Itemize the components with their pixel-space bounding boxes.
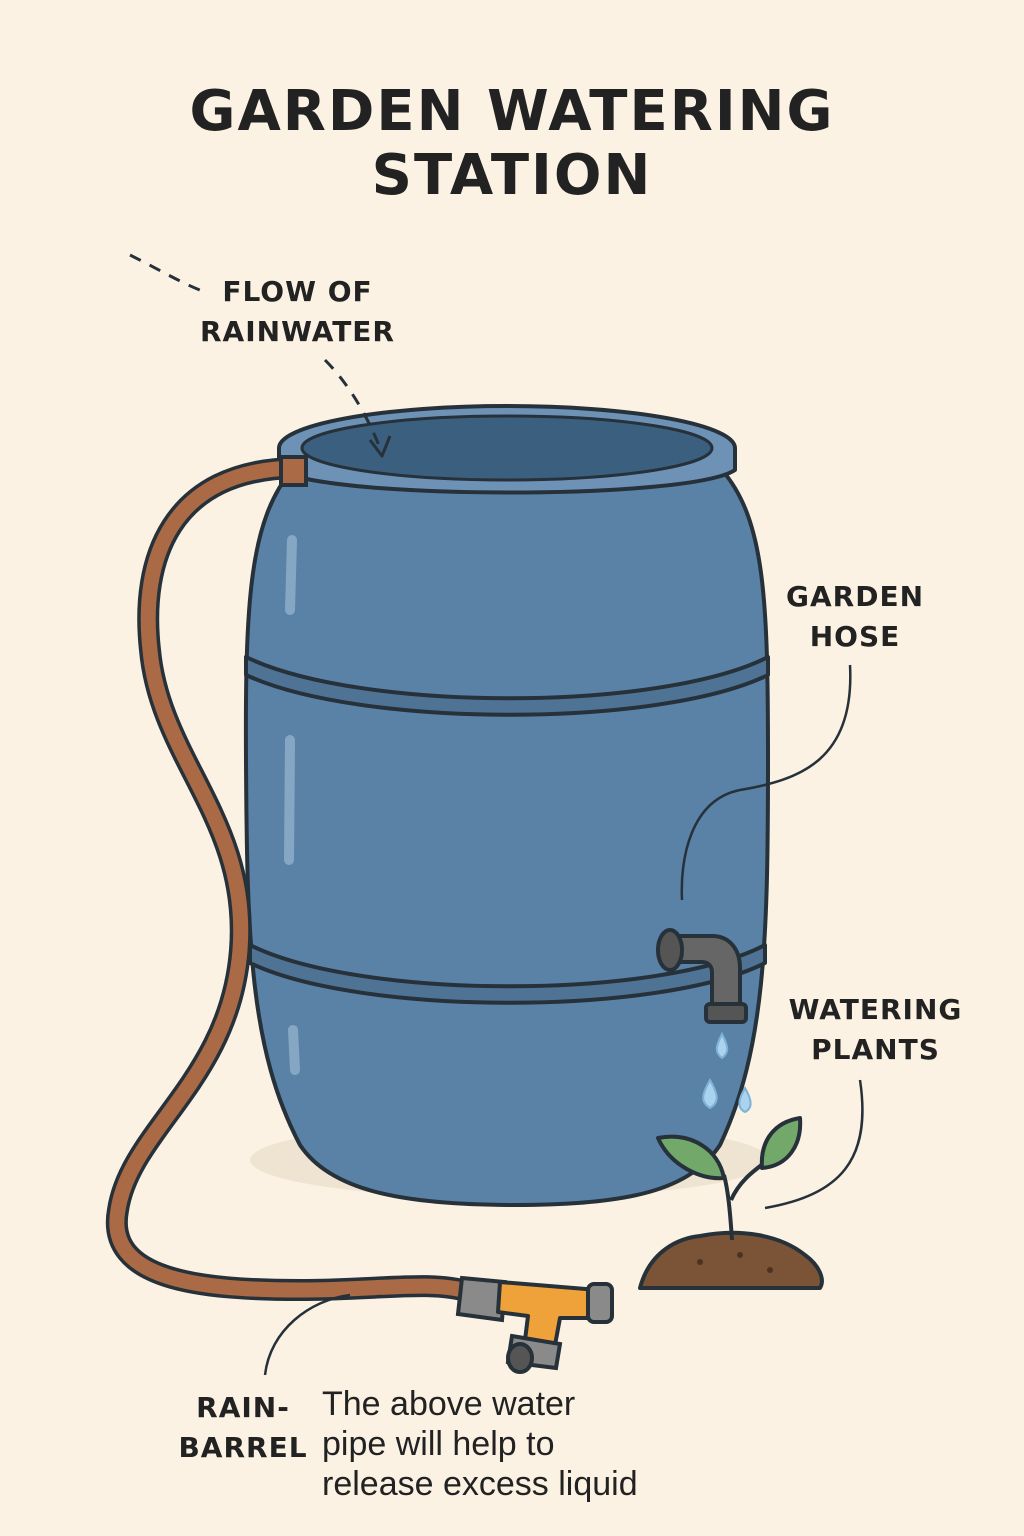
rainwater-flow-arrow <box>129 253 206 294</box>
hose-connector <box>279 455 308 487</box>
plants-label: WATERING PLANTS <box>778 990 973 1070</box>
nozzle-cap <box>586 1282 614 1324</box>
garden-hose-fill <box>109 460 478 1300</box>
spigot-flange <box>656 928 684 972</box>
barrel-leader-line <box>263 1293 351 1376</box>
barrel-label: RAIN- BARREL <box>168 1388 318 1468</box>
nozzle-tip-end <box>506 1342 534 1374</box>
rainwater-flow-arrow <box>323 358 382 449</box>
hose-label-line-2: HOSE <box>809 620 901 653</box>
barrel-highlight <box>285 535 297 615</box>
note-line-2: pipe will help to <box>322 1425 555 1463</box>
soil-mound <box>638 1230 824 1290</box>
soil-speck <box>767 1267 773 1273</box>
overflow-note: The above water pipe will help to releas… <box>322 1384 702 1504</box>
water-drop <box>738 1086 752 1114</box>
water-drop <box>702 1077 718 1110</box>
plants-label-line-1: WATERING <box>788 993 963 1026</box>
soil-speck <box>737 1252 743 1258</box>
soil-speck <box>697 1259 703 1265</box>
flow-label-line-2: RAINWATER <box>200 315 395 348</box>
title-line-1: GARDEN WATERING <box>189 79 835 144</box>
note-line-1: The above water <box>322 1385 576 1423</box>
plants-leader-line <box>764 1079 864 1210</box>
flow-label-line-1: FLOW OF <box>222 275 373 308</box>
hose-label-line-1: GARDEN <box>785 580 924 613</box>
water-drop <box>715 1031 729 1060</box>
hose-leader-line <box>680 664 852 901</box>
title-line-2: STATION <box>371 143 653 208</box>
barrel-ring-upper <box>244 655 770 717</box>
barrel-label-line-1: RAIN- <box>196 1391 290 1424</box>
plant-stem <box>722 1174 734 1241</box>
hose-label: GARDEN HOSE <box>770 577 940 657</box>
plants-label-line-2: PLANTS <box>811 1033 940 1066</box>
nozzle-coupling <box>455 1275 508 1323</box>
barrel-highlight <box>284 735 295 865</box>
barrel-label-line-2: BARREL <box>178 1431 308 1464</box>
barrel-ring-lower <box>248 943 767 1005</box>
spigot-tip <box>704 1002 748 1024</box>
barrel-highlight <box>288 1025 300 1075</box>
diagram-title: GARDEN WATERING STATION <box>0 80 1024 208</box>
note-line-3: release excess liquid <box>322 1465 638 1503</box>
leaf-left <box>656 1134 726 1181</box>
leaf-right <box>759 1116 803 1170</box>
barrel-opening <box>300 414 714 482</box>
flow-label: FLOW OF RAINWATER <box>190 272 405 352</box>
barrel-body <box>243 468 770 1207</box>
arrow-head <box>368 435 392 458</box>
